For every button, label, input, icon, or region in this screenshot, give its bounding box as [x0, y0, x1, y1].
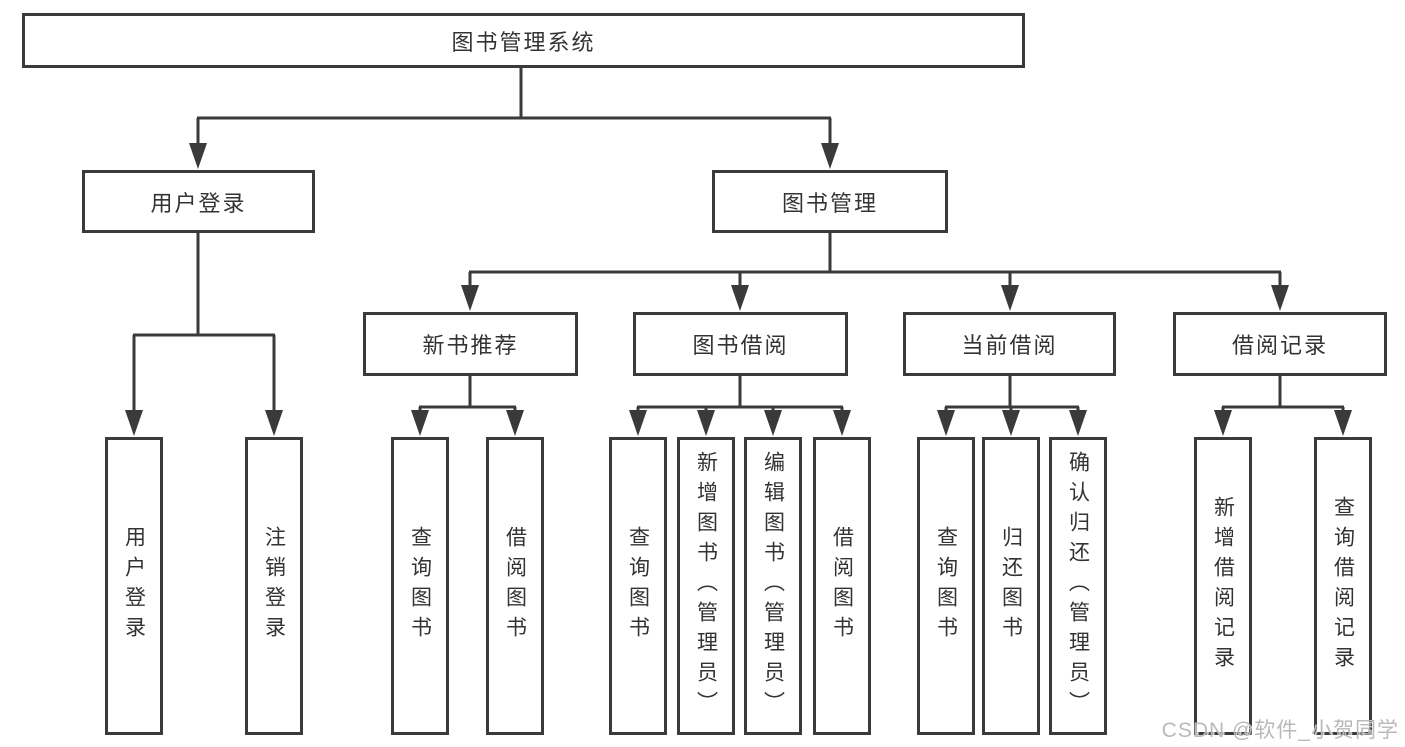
arrowhead-borrow-add [697, 410, 715, 436]
arrowhead-current-return [1002, 410, 1020, 436]
leaf-records-query-borrow-record: 查询借阅记录 [1314, 437, 1372, 735]
leaf-borrow-add-books-admin: 新增图书（管理员） [677, 437, 735, 735]
leaf-current-return-books: 归还图书 [982, 437, 1040, 735]
arrowhead-book-borrow [731, 285, 749, 311]
arrowhead-borrow-query [629, 410, 647, 436]
leaf-records-add-borrow-record: 新增借阅记录 [1194, 437, 1252, 735]
arrowhead-borrow-records [1271, 285, 1289, 311]
arrowhead-newbook-borrow [506, 410, 524, 436]
arrowhead-leaf-logout [265, 410, 283, 436]
arrowhead-records-query [1334, 410, 1352, 436]
connector-book-borrow-children [636, 376, 844, 415]
leaf-current-query-books: 查询图书 [917, 437, 975, 735]
leaf-user-login: 用户登录 [105, 437, 163, 735]
node-book-management: 图书管理 [712, 170, 948, 233]
leaf-borrow-edit-books-admin: 编辑图书（管理员） [744, 437, 802, 735]
arrowhead-new-book-recommend [461, 285, 479, 311]
node-book-borrow: 图书借阅 [633, 312, 848, 376]
leaf-newbook-borrow-books: 借阅图书 [486, 437, 544, 735]
leaf-borrow-borrow-books: 借阅图书 [813, 437, 871, 735]
node-user-login: 用户登录 [82, 170, 315, 233]
arrowhead-leaf-user-login [125, 410, 143, 436]
connector-new-book-children [418, 376, 517, 415]
arrowhead-user-login [189, 143, 207, 169]
arrowhead-borrow-edit [764, 410, 782, 436]
arrowhead-book-management [821, 143, 839, 169]
node-current-borrow: 当前借阅 [903, 312, 1116, 376]
node-borrow-records: 借阅记录 [1173, 312, 1387, 376]
arrowhead-current-borrow [1001, 285, 1019, 311]
connector-root-to-level2 [196, 66, 832, 148]
arrowhead-records-add [1214, 410, 1232, 436]
leaf-borrow-query-books: 查询图书 [609, 437, 667, 735]
connector-user-login-children [132, 233, 276, 415]
arrowhead-newbook-query [411, 410, 429, 436]
arrowhead-current-query [937, 410, 955, 436]
node-library-management-system: 图书管理系统 [22, 13, 1025, 68]
csdn-watermark: CSDN @软件_小贺同学 [1161, 719, 1399, 742]
arrowhead-borrow-borrow [833, 410, 851, 436]
connector-borrow-records-children [1221, 376, 1345, 415]
connector-book-management-children [468, 233, 1282, 290]
arrowhead-current-confirm [1069, 410, 1087, 436]
leaf-newbook-query-books: 查询图书 [391, 437, 449, 735]
connector-current-borrow-children [944, 376, 1080, 415]
leaf-logout-login: 注销登录 [245, 437, 303, 735]
node-new-book-recommend: 新书推荐 [363, 312, 578, 376]
leaf-current-confirm-return-admin: 确认归还（管理员） [1049, 437, 1107, 735]
